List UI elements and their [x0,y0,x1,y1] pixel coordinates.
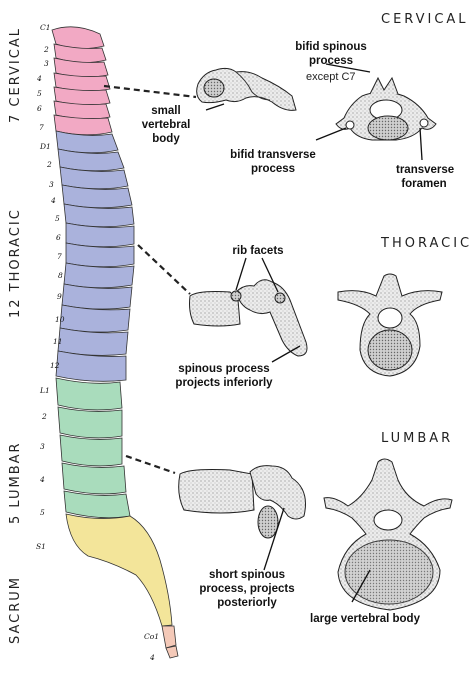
thoracic-vertebrae [55,130,135,382]
spinous-inferior-line-1: spinous process [178,363,270,375]
small-vertebral-line-1: small [151,105,181,117]
vertebra-label-s1: S1 [36,542,46,551]
short-spinous-line-2: process, projects [199,583,295,595]
vertebra-label: 4 [51,196,56,205]
vertebra-label: 6 [56,233,61,242]
lumbar-vertebrae [55,377,131,519]
vertebra-label: 6 [37,104,42,113]
vertebra-label: 4 [40,475,45,484]
thoracic-title: THORACIC [381,236,473,251]
bifid-transverse-line-1: bifid transverse [230,149,316,161]
rib-facets-label: rib facets [232,245,284,257]
bifid-spinous-label: bifid spinous process [286,40,376,68]
cervical-vertebrae [51,26,113,136]
small-vertebral-body-label: small vertebral body [138,104,194,146]
vertebra-label: 4 [37,74,42,83]
vertebra-label: 11 [53,337,63,346]
transverse-foramen-line-2: foramen [401,178,447,190]
bifid-transverse-line-2: process [250,163,296,175]
vertebra-label: 3 [49,180,54,189]
short-spinous-label: short spinous process, projects posterio… [196,568,298,610]
vertebra-label-l1: L1 [40,386,50,395]
cervical-title: CERVICAL [381,12,469,27]
cervical-superior-vertebra [335,76,437,141]
vertebra-label: 2 [44,45,49,54]
except-c7-note: except C7 [306,71,356,83]
lumbar-title: LUMBAR [381,431,454,446]
vertebra-label-d1: D1 [40,142,51,151]
vertebra-label: 7 [39,123,44,132]
vertebra-label: 8 [58,271,63,280]
bifid-spinous-line-2: process [308,55,354,67]
small-vertebral-line-2: vertebral [141,119,191,131]
vertebra-label: 3 [40,442,45,451]
vertebra-label: 2 [47,160,52,169]
spinous-inferior-label: spinous process projects inferiorly [170,362,278,390]
short-spinous-line-3: posteriorly [217,597,277,609]
pointer-lines [205,63,423,603]
vertebra-label-co1: Co1 [144,632,160,641]
vertebra-label: 9 [57,292,62,301]
thoracic-lateral-vertebra [189,279,308,357]
bifid-spinous-line-1: bifid spinous [295,41,367,53]
vertebra-label: 2 [42,412,47,421]
vertebra-label: 10 [55,315,65,324]
vertebra-label-c1: C1 [40,23,51,32]
transverse-foramen-label: transverse foramen [396,163,455,191]
thoracic-superior-vertebra [337,273,443,377]
vertebra-label: 12 [50,361,60,370]
vertebra-label: 5 [37,89,42,98]
sacrum [65,513,179,659]
cervical-lateral-vertebra [196,67,297,111]
vertebra-label: 7 [57,252,62,261]
spinous-inferior-line-2: projects inferiorly [175,377,273,389]
small-vertebral-line-3: body [152,133,180,145]
lumbar-lateral-vertebra [178,465,306,539]
short-spinous-line-1: short spinous [208,569,286,581]
vertebra-label: 5 [40,508,45,517]
vertebra-label: 3 [44,59,49,68]
large-vertebral-body-label: large vertebral body [310,613,420,625]
leader-lines [103,84,197,475]
vertebra-label: 4 [150,653,155,662]
lumbar-superior-vertebra [323,458,453,611]
transverse-foramen-line-1: transverse [396,164,455,176]
bifid-transverse-label: bifid transverse process [223,148,323,176]
vertebra-label: 5 [55,214,60,223]
